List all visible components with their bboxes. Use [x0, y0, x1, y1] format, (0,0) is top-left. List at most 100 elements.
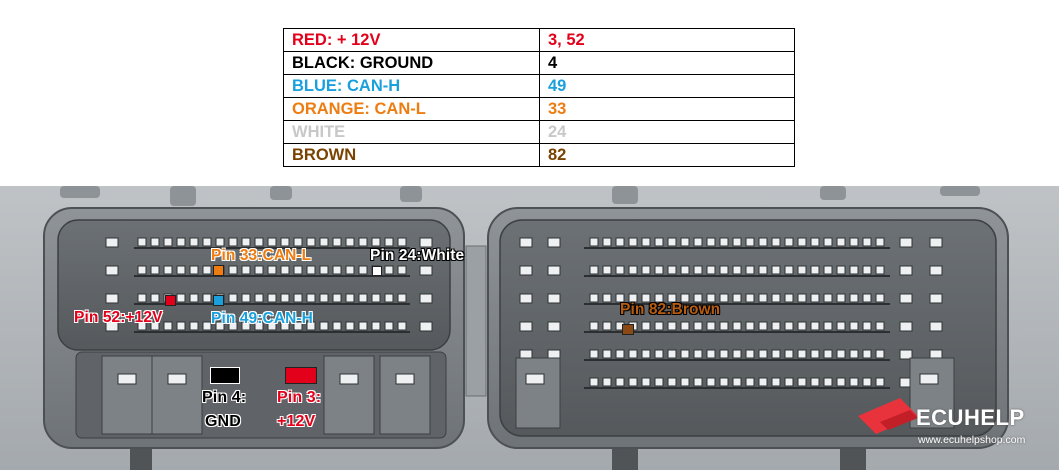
pin-cavity	[189, 293, 199, 303]
pin-cavity	[732, 349, 742, 359]
pin-cavity	[319, 321, 329, 331]
pin-cavity	[899, 349, 913, 360]
pin-cavity	[602, 377, 612, 387]
pin-cavity	[745, 293, 755, 303]
pin-cavity	[706, 321, 716, 331]
pin-cavity	[771, 377, 781, 387]
pin-cavity	[602, 293, 612, 303]
pin-cavity	[654, 293, 664, 303]
pin-cavity	[602, 237, 612, 247]
pin-cavity	[628, 377, 638, 387]
pin-cavity	[899, 237, 913, 248]
pin-cavity	[680, 377, 690, 387]
pin-cavity	[758, 237, 768, 247]
pin-cavity	[667, 265, 677, 275]
pin-cavity	[339, 373, 359, 385]
pin-cavity	[641, 237, 651, 247]
pin-cavity	[693, 321, 703, 331]
pin-cavity	[641, 321, 651, 331]
pin-24-label: Pin 24:White	[370, 247, 465, 264]
pin-cavity	[784, 265, 794, 275]
pin-cavity	[719, 349, 729, 359]
pin-4-label-line2: GND	[205, 413, 241, 430]
pin-cavity	[706, 265, 716, 275]
pin-cavity	[641, 293, 651, 303]
pin-cavity	[547, 293, 561, 304]
pin-cavity	[797, 321, 807, 331]
pin-cavity	[105, 265, 119, 276]
pin-cavity	[836, 237, 846, 247]
pin-cavity	[547, 321, 561, 332]
pin-cavity	[919, 373, 939, 385]
pin-cavity	[680, 321, 690, 331]
pin-cavity	[137, 265, 147, 275]
pin-cavity	[693, 265, 703, 275]
pin-cavity	[771, 237, 781, 247]
pin-cavity	[384, 265, 394, 275]
pin-cavity	[680, 265, 690, 275]
pin-cavity	[862, 237, 872, 247]
pin-cavity	[163, 265, 173, 275]
pin-cavity	[719, 293, 729, 303]
pin-cavity	[215, 237, 225, 247]
pin-cavity	[758, 349, 768, 359]
pin-cavity	[419, 321, 433, 332]
pin-cavity	[189, 265, 199, 275]
pin-cavity	[706, 293, 716, 303]
pin-33-label: Pin 33:CAN-L	[211, 247, 312, 264]
pin-cavity	[771, 265, 781, 275]
pin-cavity	[849, 377, 859, 387]
pin-cavity	[849, 237, 859, 247]
pin-cavity	[176, 293, 186, 303]
pin-cavity	[706, 237, 716, 247]
pin-cavity	[771, 349, 781, 359]
pin-cavity	[654, 321, 664, 331]
pin-cavity	[641, 377, 651, 387]
pin-cavity	[589, 265, 599, 275]
left-connector	[43, 207, 465, 449]
pin-cavity	[628, 293, 638, 303]
pin-cavity	[810, 265, 820, 275]
pin-numbers: 24	[539, 120, 795, 144]
pin-cavity	[810, 293, 820, 303]
pin-cavity	[137, 321, 147, 331]
pin-cavity	[345, 265, 355, 275]
pin-cavity	[167, 373, 187, 385]
pin-cavity	[280, 321, 290, 331]
pin-cavity	[105, 321, 119, 332]
pin-cavity	[875, 293, 885, 303]
pin-cavity	[519, 265, 533, 276]
pin-cavity	[899, 265, 913, 276]
pin-cavity	[105, 237, 119, 248]
pin-cavity	[241, 237, 251, 247]
pin-cavity	[667, 377, 677, 387]
pin-cavity	[397, 265, 407, 275]
pin-cavity	[254, 265, 264, 275]
pin-cavity	[602, 349, 612, 359]
pin-cavity	[319, 265, 329, 275]
pin-cavity	[163, 321, 173, 331]
pin-cavity	[267, 321, 277, 331]
pin-cavity	[384, 321, 394, 331]
pin-cavity	[797, 237, 807, 247]
pin-cavity	[862, 265, 872, 275]
pin-cavity	[202, 265, 212, 275]
pin-cavity	[519, 321, 533, 332]
pin-cavity	[628, 265, 638, 275]
pin-cavity	[771, 293, 781, 303]
pin-cavity	[862, 349, 872, 359]
pin-cavity	[228, 293, 238, 303]
ecu-connector-illustration	[0, 186, 1059, 470]
pin-cavity	[547, 265, 561, 276]
pin-cavity	[189, 237, 199, 247]
pin-cavity	[519, 293, 533, 304]
pin-cavity	[332, 237, 342, 247]
pin-cavity	[899, 321, 913, 332]
pin-cavity	[823, 237, 833, 247]
pin-cavity	[797, 293, 807, 303]
pin-cavity	[823, 349, 833, 359]
pin-cavity	[929, 293, 943, 304]
